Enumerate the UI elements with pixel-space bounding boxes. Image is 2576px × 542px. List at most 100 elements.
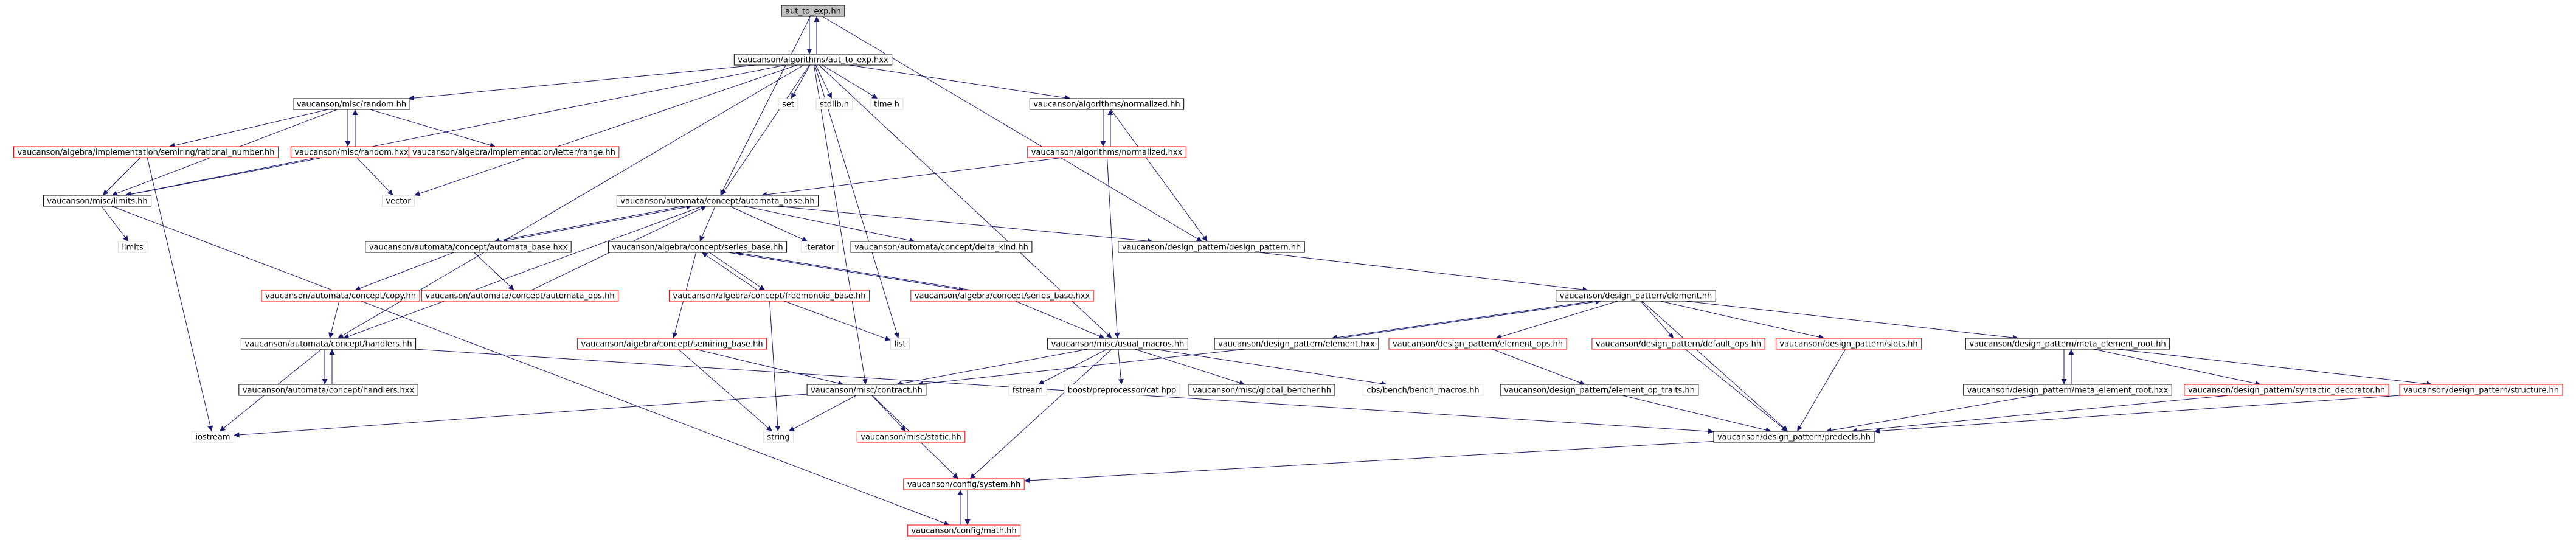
node-box bbox=[1214, 338, 1379, 350]
node-box bbox=[815, 98, 853, 110]
node-box bbox=[1362, 384, 1484, 396]
node-rational_number_hh[interactable]: vaucanson/algebra/implementation/semirin… bbox=[13, 146, 279, 158]
node-normalized_hh[interactable]: vaucanson/algorithms/normalized.hh bbox=[1029, 98, 1185, 110]
node-limits_hh[interactable]: vaucanson/misc/limits.hh bbox=[43, 195, 152, 207]
node-handlers_hh[interactable]: vaucanson/automata/concept/handlers.hh bbox=[240, 338, 417, 350]
edge-random_hh-to-letter_range_hh bbox=[370, 109, 496, 148]
node-static_hh[interactable]: vaucanson/misc/static.hh bbox=[856, 431, 966, 443]
node-label: vaucanson/misc/limits.hh bbox=[47, 197, 147, 206]
node-letter_range_hh[interactable]: vaucanson/algebra/implementation/letter/… bbox=[408, 146, 620, 158]
node-usual_macros_hh[interactable]: vaucanson/misc/usual_macros.hh bbox=[1047, 338, 1188, 350]
node-global_bencher_hh[interactable]: vaucanson/misc/global_bencher.hh bbox=[1188, 384, 1335, 396]
node-normalized_hxx[interactable]: vaucanson/algorithms/normalized.hxx bbox=[1027, 146, 1186, 158]
edge-series_base_hxx-to-series_base_hh bbox=[735, 250, 972, 291]
node-label: iterator bbox=[805, 243, 835, 252]
node-element_ops_hh[interactable]: vaucanson/design_pattern/element_ops.hh bbox=[1388, 338, 1567, 350]
node-freemonoid_base_hh[interactable]: vaucanson/algebra/concept/freemonoid_bas… bbox=[669, 290, 870, 302]
node-system_hh[interactable]: vaucanson/config/system.hh bbox=[903, 478, 1025, 490]
edge-automata_base_hh-to-series_base_hh bbox=[699, 206, 716, 242]
edge-normalized_hxx-to-usual_macros_hh bbox=[1107, 157, 1120, 339]
node-box bbox=[781, 5, 845, 17]
edge-aut_to_exp_hxx-to-automata_base_hh bbox=[721, 64, 810, 196]
node-box bbox=[903, 478, 1025, 490]
node-label: fstream bbox=[1013, 386, 1043, 395]
node-set[interactable]: set bbox=[778, 98, 798, 110]
node-meta_element_root_hxx[interactable]: vaucanson/design_pattern/meta_element_ro… bbox=[1963, 384, 2172, 396]
node-label: vaucanson/design_pattern/element.hxx bbox=[1218, 340, 1375, 349]
edge-series_base_hh-to-series_base_hxx bbox=[728, 252, 964, 293]
edge-rational_number_hh-to-limits_hh bbox=[102, 157, 141, 196]
node-meta_element_root_hh[interactable]: vaucanson/design_pattern/meta_element_ro… bbox=[1965, 338, 2170, 350]
node-random_hh[interactable]: vaucanson/misc/random.hh bbox=[293, 98, 410, 110]
node-series_base_hxx[interactable]: vaucanson/algebra/concept/series_base.hx… bbox=[910, 290, 1094, 302]
node-box bbox=[850, 241, 1033, 253]
node-label: vaucanson/design_pattern/element_ops.hh bbox=[1393, 340, 1563, 349]
node-box bbox=[890, 338, 910, 350]
edge-contract_hh-to-string bbox=[788, 395, 857, 432]
edge-structure_hh-to-predecls_hh bbox=[1874, 395, 2401, 434]
edge-normalized_hh-to-design_pattern_hh bbox=[1110, 109, 1208, 242]
node-delta_kind_hh[interactable]: vaucanson/automata/concept/delta_kind.hh bbox=[850, 241, 1033, 253]
node-random_hxx[interactable]: vaucanson/misc/random.hxx bbox=[290, 146, 413, 158]
node-aut_to_exp_hxx[interactable]: vaucanson/algorithms/aut_to_exp.hxx bbox=[733, 54, 893, 66]
node-label: list bbox=[894, 340, 905, 349]
node-label: vaucanson/automata/concept/handlers.hxx bbox=[243, 386, 415, 395]
node-copy_hh[interactable]: vaucanson/automata/concept/copy.hh bbox=[261, 290, 420, 302]
edge-copy_hh-to-handlers_hh bbox=[328, 301, 340, 339]
node-label: vaucanson/config/system.hh bbox=[907, 481, 1020, 490]
node-series_base_hh[interactable]: vaucanson/algebra/concept/series_base.hh bbox=[608, 241, 788, 253]
node-math_hh[interactable]: vaucanson/config/math.hh bbox=[907, 524, 1021, 537]
node-aut_to_exp_hh[interactable]: aut_to_exp.hh bbox=[781, 5, 845, 17]
node-box bbox=[608, 241, 788, 253]
node-automata_ops_hh[interactable]: vaucanson/automata/concept/automata_ops.… bbox=[421, 290, 619, 302]
node-label: vaucanson/algorithms/normalized.hh bbox=[1033, 100, 1180, 109]
edge-semiring_base_hh-to-string bbox=[677, 349, 773, 432]
node-stdlib_h[interactable]: stdlib.h bbox=[815, 98, 853, 110]
node-label: vaucanson/design_pattern/syntactic_decor… bbox=[2188, 386, 2385, 395]
node-design_pattern_hh[interactable]: vaucanson/design_pattern/design_pattern.… bbox=[1118, 241, 1305, 253]
node-automata_base_hxx[interactable]: vaucanson/automata/concept/automata_base… bbox=[365, 241, 572, 253]
edge-slots_hh-to-predecls_hh bbox=[1796, 349, 1846, 432]
node-automata_base_hh[interactable]: vaucanson/automata/concept/automata_base… bbox=[616, 195, 819, 207]
node-label: time.h bbox=[874, 100, 899, 109]
node-box bbox=[1591, 338, 1765, 350]
node-list[interactable]: list bbox=[890, 338, 910, 350]
node-vector[interactable]: vector bbox=[381, 195, 415, 207]
node-label: vaucanson/config/math.hh bbox=[911, 527, 1016, 536]
node-label: vaucanson/algebra/concept/series_base.hx… bbox=[915, 292, 1090, 301]
node-box bbox=[1713, 431, 1875, 443]
edge-contract_hh-to-iostream bbox=[234, 394, 808, 438]
node-structure_hh[interactable]: vaucanson/design_pattern/structure.hh bbox=[2399, 384, 2563, 396]
node-semiring_base_hh[interactable]: vaucanson/algebra/concept/semiring_base.… bbox=[576, 338, 767, 350]
node-handlers_hxx[interactable]: vaucanson/automata/concept/handlers.hxx bbox=[238, 384, 418, 396]
edge-automata_base_hh-to-design_pattern_hh bbox=[776, 206, 1153, 244]
node-limits[interactable]: limits bbox=[117, 241, 148, 253]
node-label: vaucanson/misc/random.hxx bbox=[294, 148, 409, 158]
node-default_ops_hh[interactable]: vaucanson/design_pattern/default_ops.hh bbox=[1591, 338, 1765, 350]
node-element_op_traits_hh[interactable]: vaucanson/design_pattern/element_op_trai… bbox=[1500, 384, 1699, 396]
node-fstream[interactable]: fstream bbox=[1008, 384, 1047, 396]
node-slots_hh[interactable]: vaucanson/design_pattern/slots.hh bbox=[1775, 338, 1922, 350]
node-label: string bbox=[767, 433, 789, 442]
node-box bbox=[907, 524, 1021, 537]
node-iterator[interactable]: iterator bbox=[801, 241, 839, 253]
node-label: vaucanson/automata/concept/automata_base… bbox=[620, 197, 814, 206]
node-element_hh[interactable]: vaucanson/design_pattern/element.hh bbox=[1556, 290, 1716, 302]
node-syntactic_decorator_hh[interactable]: vaucanson/design_pattern/syntactic_decor… bbox=[2184, 384, 2389, 396]
node-element_hxx[interactable]: vaucanson/design_pattern/element.hxx bbox=[1214, 338, 1379, 350]
node-box bbox=[1118, 241, 1305, 253]
node-string[interactable]: string bbox=[763, 431, 794, 443]
node-bench_macros_hh[interactable]: cbs/bench/bench_macros.hh bbox=[1362, 384, 1484, 396]
node-box bbox=[2399, 384, 2563, 396]
node-box bbox=[2184, 384, 2389, 396]
node-predecls_hh[interactable]: vaucanson/design_pattern/predecls.hh bbox=[1713, 431, 1875, 443]
node-time_h[interactable]: time.h bbox=[870, 98, 904, 110]
node-iostream[interactable]: iostream bbox=[191, 431, 235, 443]
node-contract_hh[interactable]: vaucanson/misc/contract.hh bbox=[806, 384, 927, 396]
node-label: vaucanson/misc/usual_macros.hh bbox=[1051, 340, 1185, 349]
node-pp_cat_hpp[interactable]: boost/preprocessor/cat.hpp bbox=[1064, 384, 1180, 396]
edge-element_hh-to-element_hxx bbox=[1331, 301, 1594, 341]
edge-aut_to_exp_hh-to-automata_base_hh bbox=[720, 16, 811, 196]
edge-automata_base_hh-to-delta_kind_hh bbox=[744, 206, 915, 243]
edge-element_op_traits_hh-to-predecls_hh bbox=[1622, 395, 1771, 433]
